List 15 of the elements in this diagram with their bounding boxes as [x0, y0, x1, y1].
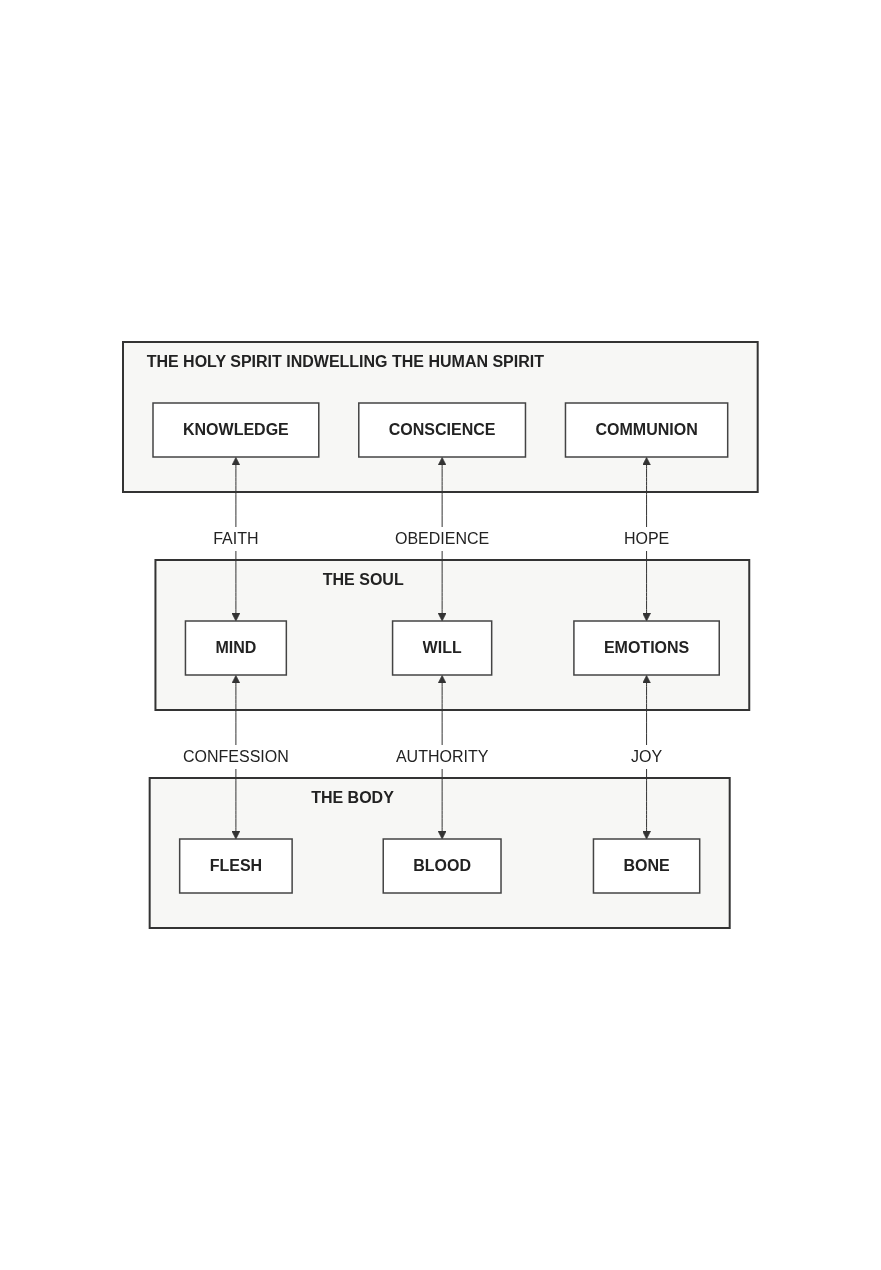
node-box: BONE	[592, 838, 701, 894]
edge-label: HOPE	[624, 530, 670, 547]
node-box: WILL	[392, 620, 493, 676]
node-box: EMOTIONS	[573, 620, 721, 676]
edge-label: FAITH	[213, 530, 259, 547]
node-box: FLESH	[179, 838, 293, 894]
node-box: KNOWLEDGE	[152, 402, 320, 458]
edge-label: CONFESSION	[183, 748, 289, 765]
node-box: COMMUNION	[564, 402, 729, 458]
node-box: CONSCIENCE	[358, 402, 527, 458]
node-box: MIND	[184, 620, 288, 676]
edge-label: OBEDIENCE	[395, 530, 490, 547]
node-box: BLOOD	[382, 838, 502, 894]
edge-label: AUTHORITY	[396, 748, 489, 765]
edge-label: JOY	[631, 748, 663, 765]
